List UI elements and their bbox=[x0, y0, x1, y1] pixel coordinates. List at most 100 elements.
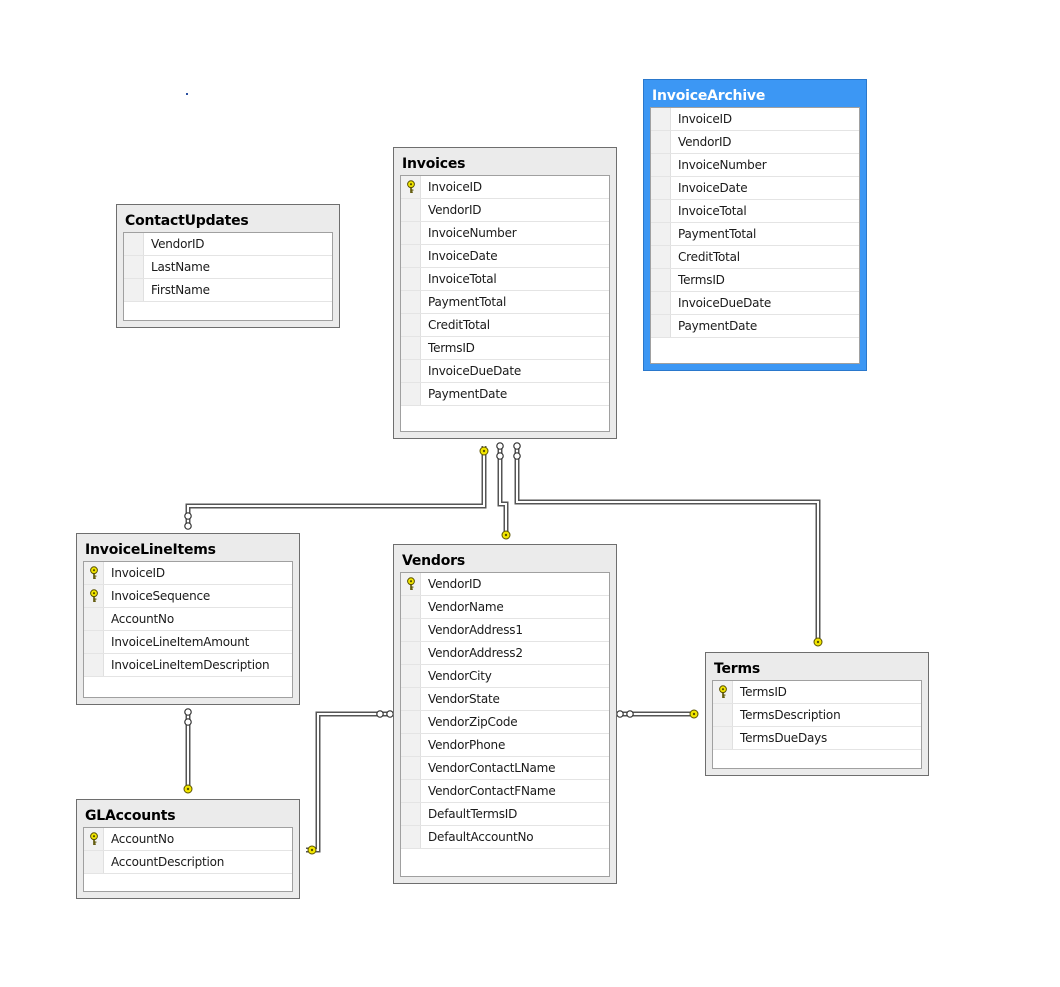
row-selector[interactable] bbox=[401, 757, 421, 779]
column-row[interactable]: PaymentTotal bbox=[401, 291, 609, 314]
column-row[interactable]: TermsID bbox=[651, 269, 859, 292]
column-row[interactable]: InvoiceDueDate bbox=[401, 360, 609, 383]
row-selector[interactable] bbox=[401, 665, 421, 687]
column-row[interactable]: AccountNo bbox=[84, 828, 292, 851]
row-selector[interactable] bbox=[401, 291, 421, 313]
row-selector[interactable] bbox=[401, 222, 421, 244]
row-selector[interactable] bbox=[124, 256, 144, 278]
row-selector[interactable] bbox=[84, 631, 104, 653]
column-row[interactable]: TermsID bbox=[713, 681, 921, 704]
column-row[interactable]: VendorID bbox=[401, 199, 609, 222]
column-row[interactable]: VendorID bbox=[401, 573, 609, 596]
column-row[interactable]: DefaultAccountNo bbox=[401, 826, 609, 849]
table-title[interactable]: InvoiceLineItems bbox=[85, 542, 216, 558]
row-selector[interactable] bbox=[401, 199, 421, 221]
rel-invoices-invoicelineitems[interactable] bbox=[184, 446, 489, 530]
column-row[interactable]: CreditTotal bbox=[651, 246, 859, 269]
row-selector[interactable] bbox=[401, 711, 421, 733]
row-selector[interactable] bbox=[124, 279, 144, 301]
row-selector[interactable] bbox=[124, 233, 144, 255]
row-selector[interactable] bbox=[401, 176, 421, 198]
column-row[interactable]: InvoiceDate bbox=[401, 245, 609, 268]
row-selector[interactable] bbox=[401, 688, 421, 710]
column-row[interactable]: InvoiceID bbox=[401, 176, 609, 199]
column-row[interactable]: TermsDueDays bbox=[713, 727, 921, 750]
column-row[interactable]: CreditTotal bbox=[401, 314, 609, 337]
column-row[interactable]: FirstName bbox=[124, 279, 332, 302]
rel-glaccounts-invoicelineitems[interactable] bbox=[183, 708, 193, 794]
column-row[interactable]: VendorID bbox=[124, 233, 332, 256]
row-selector[interactable] bbox=[651, 223, 671, 245]
row-selector[interactable] bbox=[651, 154, 671, 176]
row-selector[interactable] bbox=[401, 337, 421, 359]
row-selector[interactable] bbox=[84, 851, 104, 873]
row-selector[interactable] bbox=[84, 585, 104, 607]
column-row[interactable]: InvoiceID bbox=[84, 562, 292, 585]
row-selector[interactable] bbox=[84, 562, 104, 584]
column-row[interactable]: VendorAddress2 bbox=[401, 642, 609, 665]
row-selector[interactable] bbox=[401, 268, 421, 290]
row-selector[interactable] bbox=[651, 315, 671, 337]
column-row[interactable]: InvoiceDueDate bbox=[651, 292, 859, 315]
table-title[interactable]: Terms bbox=[714, 661, 761, 677]
row-selector[interactable] bbox=[84, 828, 104, 850]
column-row[interactable]: VendorID bbox=[651, 131, 859, 154]
table-title[interactable]: GLAccounts bbox=[85, 808, 176, 824]
row-selector[interactable] bbox=[401, 314, 421, 336]
column-row[interactable]: InvoiceSequence bbox=[84, 585, 292, 608]
row-selector[interactable] bbox=[401, 619, 421, 641]
column-row[interactable]: InvoiceLineItemAmount bbox=[84, 631, 292, 654]
column-row[interactable]: InvoiceNumber bbox=[401, 222, 609, 245]
column-row[interactable]: VendorPhone bbox=[401, 734, 609, 757]
row-selector[interactable] bbox=[713, 704, 733, 726]
row-selector[interactable] bbox=[84, 654, 104, 676]
row-selector[interactable] bbox=[651, 177, 671, 199]
row-selector[interactable] bbox=[713, 681, 733, 703]
row-selector[interactable] bbox=[401, 642, 421, 664]
rel-vendors-invoices[interactable] bbox=[496, 442, 511, 540]
column-row[interactable]: VendorAddress1 bbox=[401, 619, 609, 642]
row-selector[interactable] bbox=[401, 360, 421, 382]
column-row[interactable]: InvoiceDate bbox=[651, 177, 859, 200]
row-selector[interactable] bbox=[401, 780, 421, 802]
row-selector[interactable] bbox=[651, 246, 671, 268]
column-row[interactable]: InvoiceNumber bbox=[651, 154, 859, 177]
row-selector[interactable] bbox=[651, 131, 671, 153]
table-title[interactable]: Vendors bbox=[402, 553, 466, 569]
table-title[interactable]: InvoiceArchive bbox=[652, 88, 766, 104]
row-selector[interactable] bbox=[651, 269, 671, 291]
column-row[interactable]: AccountNo bbox=[84, 608, 292, 631]
row-selector[interactable] bbox=[401, 734, 421, 756]
column-row[interactable]: VendorCity bbox=[401, 665, 609, 688]
column-row[interactable]: InvoiceTotal bbox=[651, 200, 859, 223]
row-selector[interactable] bbox=[651, 292, 671, 314]
column-row[interactable]: DefaultTermsID bbox=[401, 803, 609, 826]
table-title[interactable]: Invoices bbox=[402, 156, 466, 172]
column-row[interactable]: VendorContactFName bbox=[401, 780, 609, 803]
column-row[interactable]: VendorName bbox=[401, 596, 609, 619]
rel-terms-invoices[interactable] bbox=[513, 442, 823, 647]
table-title[interactable]: ContactUpdates bbox=[125, 213, 249, 229]
column-row[interactable]: PaymentTotal bbox=[651, 223, 859, 246]
column-row[interactable]: PaymentDate bbox=[401, 383, 609, 406]
column-row[interactable]: InvoiceLineItemDescription bbox=[84, 654, 292, 677]
column-row[interactable]: AccountDescription bbox=[84, 851, 292, 874]
column-row[interactable]: LastName bbox=[124, 256, 332, 279]
row-selector[interactable] bbox=[401, 573, 421, 595]
column-row[interactable]: InvoiceTotal bbox=[401, 268, 609, 291]
column-row[interactable]: InvoiceID bbox=[651, 108, 859, 131]
row-selector[interactable] bbox=[713, 727, 733, 749]
row-selector[interactable] bbox=[651, 200, 671, 222]
row-selector[interactable] bbox=[401, 245, 421, 267]
row-selector[interactable] bbox=[401, 803, 421, 825]
column-row[interactable]: VendorState bbox=[401, 688, 609, 711]
rel-terms-vendors[interactable] bbox=[616, 709, 699, 719]
row-selector[interactable] bbox=[651, 108, 671, 130]
